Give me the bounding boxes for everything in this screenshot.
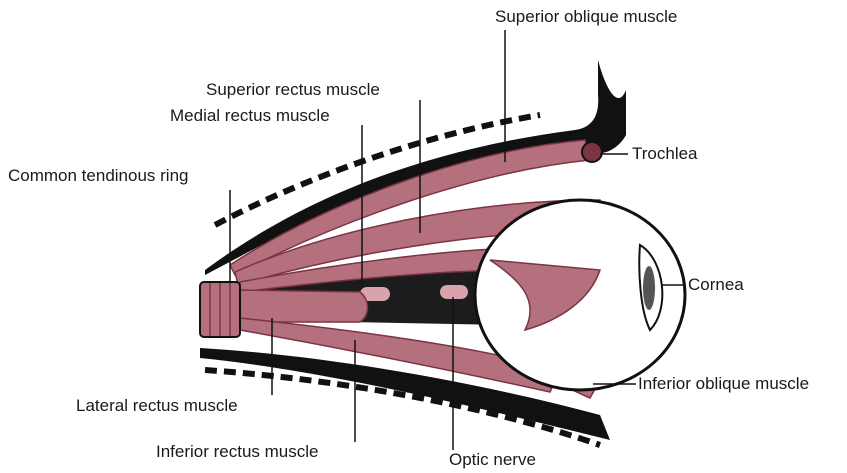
label-medial-rectus: Medial rectus muscle: [170, 106, 330, 126]
label-trochlea: Trochlea: [632, 144, 698, 164]
label-superior-oblique: Superior oblique muscle: [495, 7, 677, 27]
label-common-ring: Common tendinous ring: [8, 166, 188, 186]
trochlea-shape: [582, 142, 602, 162]
label-cornea: Cornea: [688, 275, 744, 295]
label-inferior-rectus: Inferior rectus muscle: [156, 442, 319, 462]
label-lateral-rectus: Lateral rectus muscle: [76, 396, 238, 416]
optic-nerve-highlight-2: [440, 285, 468, 299]
lateral-rectus-shape: [240, 290, 368, 322]
label-superior-rectus: Superior rectus muscle: [206, 80, 380, 100]
cornea-detail: [643, 266, 655, 310]
label-optic-nerve: Optic nerve: [449, 450, 536, 470]
label-inferior-oblique: Inferior oblique muscle: [638, 374, 809, 394]
